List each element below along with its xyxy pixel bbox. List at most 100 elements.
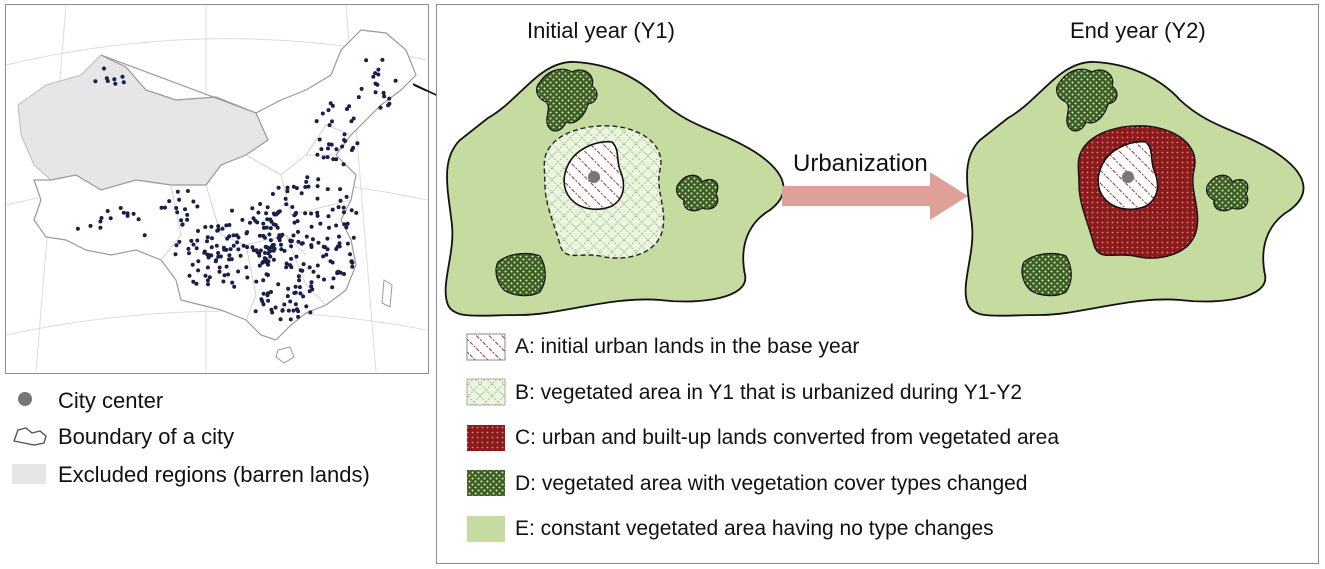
taiwan-island [381, 279, 393, 308]
city-point [213, 259, 218, 264]
city-point [195, 238, 200, 243]
city-point [349, 119, 354, 124]
city-point [191, 242, 196, 247]
city-point [136, 217, 141, 222]
city-point [271, 248, 276, 253]
key-swatch-a [466, 333, 506, 361]
key-swatch-d [467, 470, 505, 496]
country-outline [33, 29, 417, 341]
city-point [231, 243, 236, 248]
city-point [264, 211, 269, 216]
city-point [344, 225, 349, 230]
city-point [351, 116, 356, 121]
city-point [373, 90, 378, 95]
city-point [271, 257, 276, 262]
city-point [205, 235, 210, 240]
city-point [276, 282, 281, 287]
city-point [381, 90, 386, 95]
city-point [337, 234, 341, 239]
city-point [376, 67, 381, 72]
city-point [263, 244, 268, 249]
city-point [261, 291, 266, 296]
city-point [293, 302, 298, 307]
city-point [286, 308, 291, 313]
city-points [75, 57, 398, 322]
city-point [205, 252, 210, 257]
city-point [177, 197, 182, 202]
city-point [330, 103, 335, 108]
city-point [284, 202, 289, 207]
city-point [265, 217, 270, 222]
city-point [330, 285, 335, 290]
city-point [276, 185, 281, 190]
city-point [307, 265, 312, 270]
city-point [177, 239, 182, 244]
initial-changed-vegetation-3 [495, 252, 546, 297]
end-year-title: End year (Y2) [1070, 18, 1206, 43]
city-point [207, 275, 212, 280]
city-point [186, 246, 191, 251]
city-point [316, 274, 321, 279]
city-point [254, 279, 259, 284]
city-point [261, 302, 266, 307]
city-point [280, 308, 285, 313]
city-point [338, 187, 343, 192]
city-point [298, 268, 303, 273]
city-point [265, 205, 270, 210]
key-label-b: B: vegetated area in Y1 that is urbanize… [515, 381, 1023, 404]
city-point [230, 208, 234, 213]
city-point [112, 77, 117, 82]
city-point [291, 184, 296, 189]
key-swatch-b [466, 378, 506, 406]
city-point [267, 232, 272, 237]
city-point [293, 284, 298, 289]
city-point [288, 239, 293, 244]
city-point [259, 297, 264, 302]
city-point [359, 86, 364, 91]
city-point [315, 210, 320, 215]
city-point [214, 243, 219, 248]
city-point [289, 244, 294, 249]
city-point [291, 233, 296, 238]
city-point [325, 236, 330, 241]
city-point [216, 224, 221, 229]
city-point [245, 245, 250, 250]
city-point [291, 308, 296, 313]
city-point [236, 269, 241, 274]
city-point [88, 223, 93, 228]
city-point [334, 157, 339, 162]
end-city-center [1122, 171, 1134, 183]
city-point [266, 298, 271, 303]
city-point [174, 243, 179, 248]
city-point [325, 247, 330, 252]
city-point [338, 198, 343, 203]
city-point [348, 252, 352, 257]
city-point [342, 138, 347, 142]
legend-city-center: City center [58, 388, 164, 413]
city-point [270, 310, 275, 315]
city-point [342, 132, 347, 137]
city-point [191, 199, 196, 204]
city-point [292, 220, 297, 225]
city-point [309, 211, 314, 216]
city-point [331, 276, 336, 281]
city-point [215, 228, 220, 233]
city-point [256, 210, 261, 215]
city-point [326, 146, 330, 151]
city-point [174, 206, 179, 210]
city-point [315, 152, 320, 157]
city-point [253, 309, 258, 314]
city-point [235, 240, 240, 245]
city-point [183, 207, 187, 212]
city-point [328, 101, 333, 106]
city-point [228, 247, 233, 252]
city-point [202, 249, 207, 254]
city-point [102, 66, 106, 71]
city-point [245, 275, 250, 280]
city-point [315, 263, 320, 268]
city-point [347, 104, 352, 109]
city-point [296, 309, 301, 314]
city-point [296, 314, 301, 319]
city-point [315, 196, 320, 201]
